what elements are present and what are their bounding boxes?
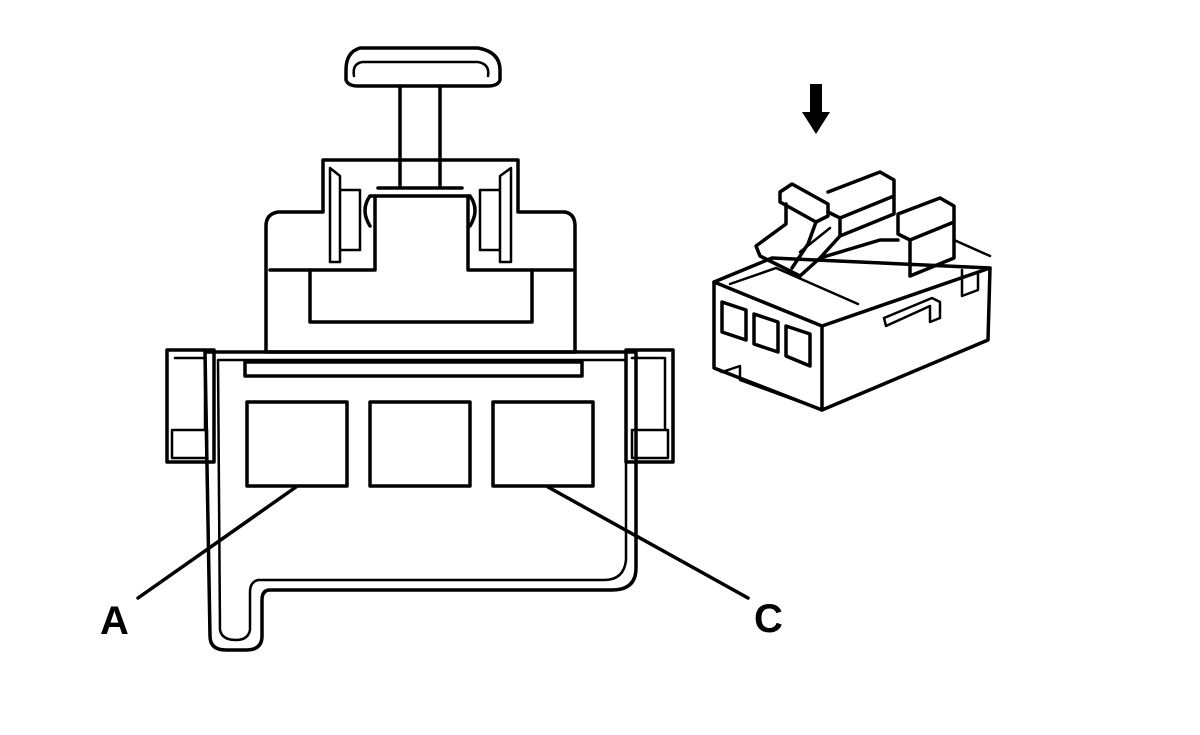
leader-line-c (546, 485, 750, 600)
connector-front-view (136, 46, 750, 652)
iso-latch-arm (754, 202, 818, 278)
right-ear-notch (630, 356, 670, 460)
connector-isometric-view (712, 84, 992, 412)
iso-latch-tab (778, 182, 830, 224)
lock-tab-knob (344, 46, 502, 88)
lock-housing-inner-left (328, 166, 362, 264)
left-ear-notch (170, 356, 209, 460)
iso-top-inner-edge (728, 266, 860, 306)
lock-tab-stem (398, 84, 442, 188)
lock-housing-inner-right (478, 166, 513, 264)
iso-body-front-base (712, 364, 824, 412)
iso-body-side-face (820, 266, 992, 412)
iso-side-notch (960, 268, 980, 298)
iso-cavity-3 (784, 324, 812, 368)
iso-side-slot (882, 296, 942, 328)
iso-rib-join (798, 226, 992, 258)
terminal-cavity-c (491, 400, 595, 488)
view-direction-arrow-icon (802, 84, 830, 134)
pin-label-a: A (100, 599, 129, 643)
leader-line-a (136, 485, 298, 600)
connector-body-outer (203, 350, 638, 652)
right-ear (624, 348, 675, 464)
iso-cavity-2 (752, 312, 780, 354)
iso-cavity-1 (720, 300, 748, 342)
terminal-cavity-a (245, 400, 349, 488)
terminal-cavity-b (368, 400, 472, 488)
lock-latch-sides (268, 194, 574, 272)
pin-label-c: C (754, 597, 783, 641)
iso-rib-1 (826, 170, 896, 238)
top-ledge (243, 360, 584, 378)
lock-tab-knob-inner (352, 60, 490, 78)
lock-latch-bar (363, 186, 477, 228)
iso-latch-ramp (798, 234, 900, 278)
connector-body-inner-outline (216, 358, 628, 642)
lock-housing-window (308, 268, 534, 324)
left-ear (165, 348, 216, 464)
